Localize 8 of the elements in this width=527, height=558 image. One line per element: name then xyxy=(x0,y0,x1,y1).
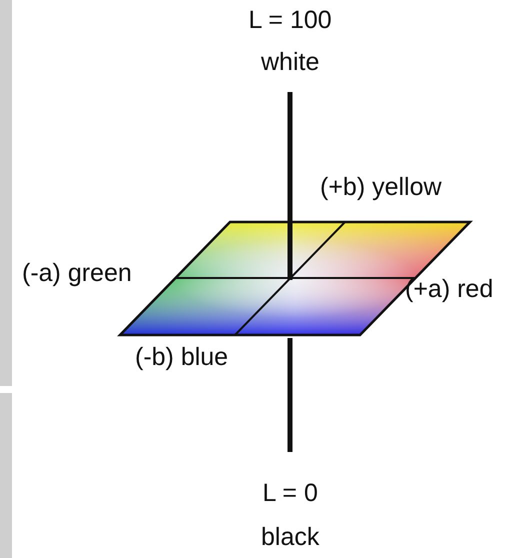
axis-label: L = 100 xyxy=(248,5,332,35)
axis-label: (-a) green xyxy=(22,258,132,288)
axis-label: (+b) yellow xyxy=(320,172,442,202)
axis-label: white xyxy=(261,47,320,77)
axis-label: (+a) red xyxy=(405,274,494,304)
axis-label: (-b) blue xyxy=(135,342,228,372)
axis-label: L = 0 xyxy=(262,478,318,508)
axis-label: black xyxy=(261,522,320,552)
